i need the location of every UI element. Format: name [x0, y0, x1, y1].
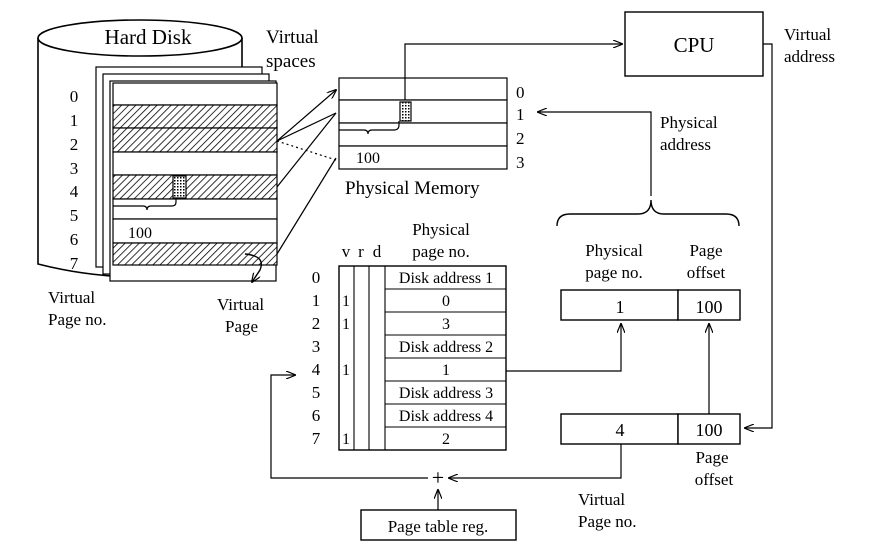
disk-row-6: 6 [70, 230, 79, 249]
page-table-row: 6 Disk address 4 [312, 406, 493, 425]
page-table-row: 3 Disk address 2 [312, 337, 493, 356]
page-table-row: 1 1 0 [312, 291, 450, 310]
page-table: Physical page no. v r d 0 Disk address 1… [312, 220, 507, 451]
pt-valid: 1 [342, 362, 350, 379]
cpu-label: CPU [674, 33, 715, 57]
pa-page-no-header-1: Physical [585, 241, 643, 260]
pt-entry: Disk address 3 [399, 385, 493, 402]
virtual-spaces-label-2: spaces [266, 51, 316, 72]
physical-address-label-2: address [660, 135, 711, 154]
pa-offset-header-1: Page [689, 241, 722, 260]
va-page-no-value: 4 [616, 420, 625, 440]
pt-index: 4 [312, 360, 321, 379]
virtual-address-label-2: address [784, 47, 835, 66]
virtual-page-no-label-1: Virtual [48, 288, 95, 307]
virtual-page-table: 100 [112, 82, 278, 266]
va-offset-label-2: offset [695, 470, 734, 489]
pt-entry: 3 [442, 316, 450, 333]
memory-row-2: 2 [516, 129, 525, 148]
physical-address-label-1: Physical [660, 113, 718, 132]
cpu: CPU Virtual address [624, 11, 835, 77]
pt-index: 2 [312, 314, 321, 333]
pa-offset-header-2: offset [687, 263, 726, 282]
va-page-no-label-2: Page no. [578, 512, 637, 531]
disk-offset-label: 100 [128, 225, 152, 242]
virtual-address-label-1: Virtual [784, 25, 831, 44]
pt-entry: 2 [442, 431, 450, 448]
disk-row-7: 7 [70, 254, 79, 273]
pa-offset-value: 100 [696, 297, 723, 317]
pt-valid: 1 [342, 316, 350, 333]
pt-entry: 1 [442, 362, 450, 379]
pt-index: 1 [312, 291, 321, 310]
hard-disk: Hard Disk 100 0 1 2 3 4 5 6 7 [37, 19, 278, 336]
virtual-page-label-1: Virtual [217, 295, 264, 314]
memory-row-1: 1 [516, 105, 525, 124]
hard-disk-title: Hard Disk [105, 25, 192, 49]
pt-index: 0 [312, 268, 321, 287]
pt-index: 5 [312, 383, 321, 402]
pt-index: 6 [312, 406, 321, 425]
disk-row-1: 1 [70, 111, 79, 130]
page-table-reg-label: Page table reg. [388, 517, 489, 536]
page-mapping-lines [276, 90, 336, 255]
va-offset-value: 100 [696, 420, 723, 440]
page-table-row: 4 1 1 [312, 360, 450, 379]
pt-valid: 1 [342, 431, 350, 448]
adder-symbol: + [432, 465, 444, 490]
disk-row-5: 5 [70, 206, 79, 225]
flag-header-r: r [358, 242, 364, 261]
pa-page-no-header-2: page no. [585, 263, 643, 282]
memory-offset-label: 100 [356, 150, 380, 167]
disk-row-2: 2 [70, 135, 79, 154]
pt-index: 3 [312, 337, 321, 356]
pt-entry: Disk address 4 [399, 408, 493, 425]
flag-header-d: d [373, 242, 382, 261]
virtual-spaces-label-1: Virtual [266, 27, 319, 48]
page-table-row: 0 Disk address 1 [312, 268, 493, 287]
physical-address-brace [556, 199, 740, 227]
memory-row-3: 3 [516, 153, 525, 172]
page-table-header-1: Physical [412, 220, 470, 239]
memory-row-0: 0 [516, 83, 525, 102]
disk-row-4: 4 [70, 182, 79, 201]
physical-memory: 100 0 1 2 3 Physical Memory [338, 77, 525, 199]
physical-memory-title: Physical Memory [345, 178, 480, 199]
pt-entry: Disk address 2 [399, 339, 493, 356]
page-table-register: Page table reg. [360, 509, 517, 541]
virtual-address-register: 4 100 Page offset Virtual Page no. [560, 413, 741, 531]
memory-word-marker [399, 101, 412, 122]
disk-row-3: 3 [70, 159, 79, 178]
page-table-row: 7 1 2 [312, 429, 450, 448]
page-table-row: 2 1 3 [312, 314, 450, 333]
pt-entry: 0 [442, 293, 450, 310]
disk-row-0: 0 [70, 87, 79, 106]
page-table-header-2: page no. [412, 242, 470, 261]
va-offset-label-1: Page [695, 448, 728, 467]
pt-valid: 1 [342, 293, 350, 310]
pt-entry: Disk address 1 [399, 270, 493, 287]
page-table-row: 5 Disk address 3 [312, 383, 493, 402]
flag-header-v: v [342, 242, 351, 261]
va-page-no-label-1: Virtual [578, 490, 625, 509]
physical-address-register: Physical page no. Page offset 1 100 [560, 241, 741, 321]
virtual-page-label-2: Page [225, 317, 258, 336]
disk-word-marker [172, 175, 187, 199]
pa-page-no-value: 1 [616, 297, 625, 317]
virtual-page-no-label-2: Page no. [48, 310, 107, 329]
pt-index: 7 [312, 429, 321, 448]
